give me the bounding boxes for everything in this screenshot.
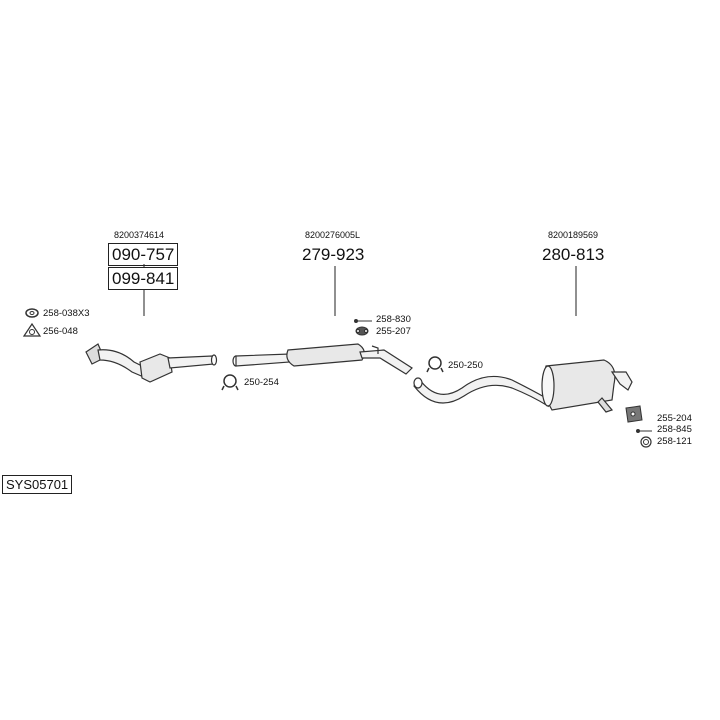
- accessory-label-bolt-2[interactable]: 258-845: [657, 424, 692, 435]
- bracket-mount-icon: [625, 405, 643, 423]
- system-code-label: SYS05701: [2, 475, 73, 494]
- accessory-label-clamp[interactable]: 250-254: [244, 377, 279, 388]
- rubber-mount-icon: [355, 326, 369, 336]
- bolt-icon-2: [636, 429, 652, 433]
- accessory-label-bracket[interactable]: 255-204: [657, 413, 692, 424]
- accessory-label-ring[interactable]: 258-121: [657, 436, 692, 447]
- ring-icon: [640, 436, 652, 448]
- rear-pipe-silencer: [413, 359, 633, 413]
- accessory-label-gasket[interactable]: 256-048: [43, 326, 78, 337]
- oem-number-rear: 8200189569: [548, 230, 599, 240]
- part-number-box-front-1[interactable]: 090-757: [108, 243, 179, 266]
- oem-number-front: 8200374614: [114, 230, 165, 240]
- middle-pipe-silencer: [232, 343, 413, 375]
- clamp-icon-2: [426, 356, 444, 373]
- clamp-icon: [221, 374, 239, 391]
- accessory-label-nut[interactable]: 258-038X3: [43, 308, 90, 319]
- bolt-icon: [354, 319, 372, 323]
- oem-number-middle: 8200276005L: [305, 230, 361, 240]
- accessory-label-clamp-2[interactable]: 250-250: [448, 360, 483, 371]
- front-pipe-catalyst: [85, 343, 218, 383]
- gasket-icon: [22, 322, 42, 337]
- nut-icon: [25, 308, 39, 318]
- part-number-box-front-2[interactable]: 099-841: [108, 267, 179, 290]
- accessory-label-mount[interactable]: 255-207: [376, 326, 411, 337]
- part-number-rear[interactable]: 280-813: [542, 245, 605, 264]
- part-number-middle[interactable]: 279-923: [302, 245, 365, 264]
- accessory-label-bolt[interactable]: 258-830: [376, 314, 411, 325]
